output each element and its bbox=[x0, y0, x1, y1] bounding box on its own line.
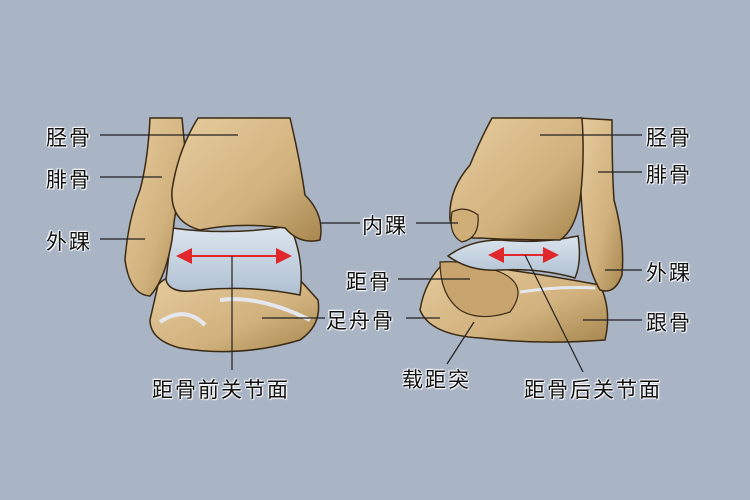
label-talar-anterior-articular-surface: 距骨前关节面 bbox=[152, 378, 290, 402]
leader-lines bbox=[100, 134, 642, 373]
label-sustentaculum-tali: 载距突 bbox=[402, 368, 471, 392]
label-talus: 距骨 bbox=[346, 270, 392, 294]
label-medial-malleolus: 内踝 bbox=[362, 214, 408, 238]
right-ankle-view bbox=[419, 117, 624, 343]
left-ankle-view bbox=[124, 117, 322, 353]
label-left-navicular: 足舟骨 bbox=[326, 309, 395, 333]
label-left-tibia: 胫骨 bbox=[46, 126, 92, 150]
left-talus-cartilage bbox=[165, 225, 302, 296]
left-tibia-bone bbox=[171, 117, 322, 242]
right-tibia-bone bbox=[449, 117, 584, 241]
label-talar-posterior-articular-surface: 距骨后关节面 bbox=[524, 378, 662, 402]
label-left-lateral-malleolus: 外踝 bbox=[46, 230, 92, 254]
label-calcaneus: 跟骨 bbox=[646, 311, 692, 335]
label-right-lateral-malleolus: 外踝 bbox=[646, 261, 692, 285]
label-right-tibia: 胫骨 bbox=[646, 126, 692, 150]
label-right-fibula: 腓骨 bbox=[646, 163, 692, 187]
label-left-fibula: 腓骨 bbox=[46, 168, 92, 192]
right-fibula-bone bbox=[577, 117, 624, 292]
right-medial-malleolus-bone bbox=[450, 208, 479, 243]
